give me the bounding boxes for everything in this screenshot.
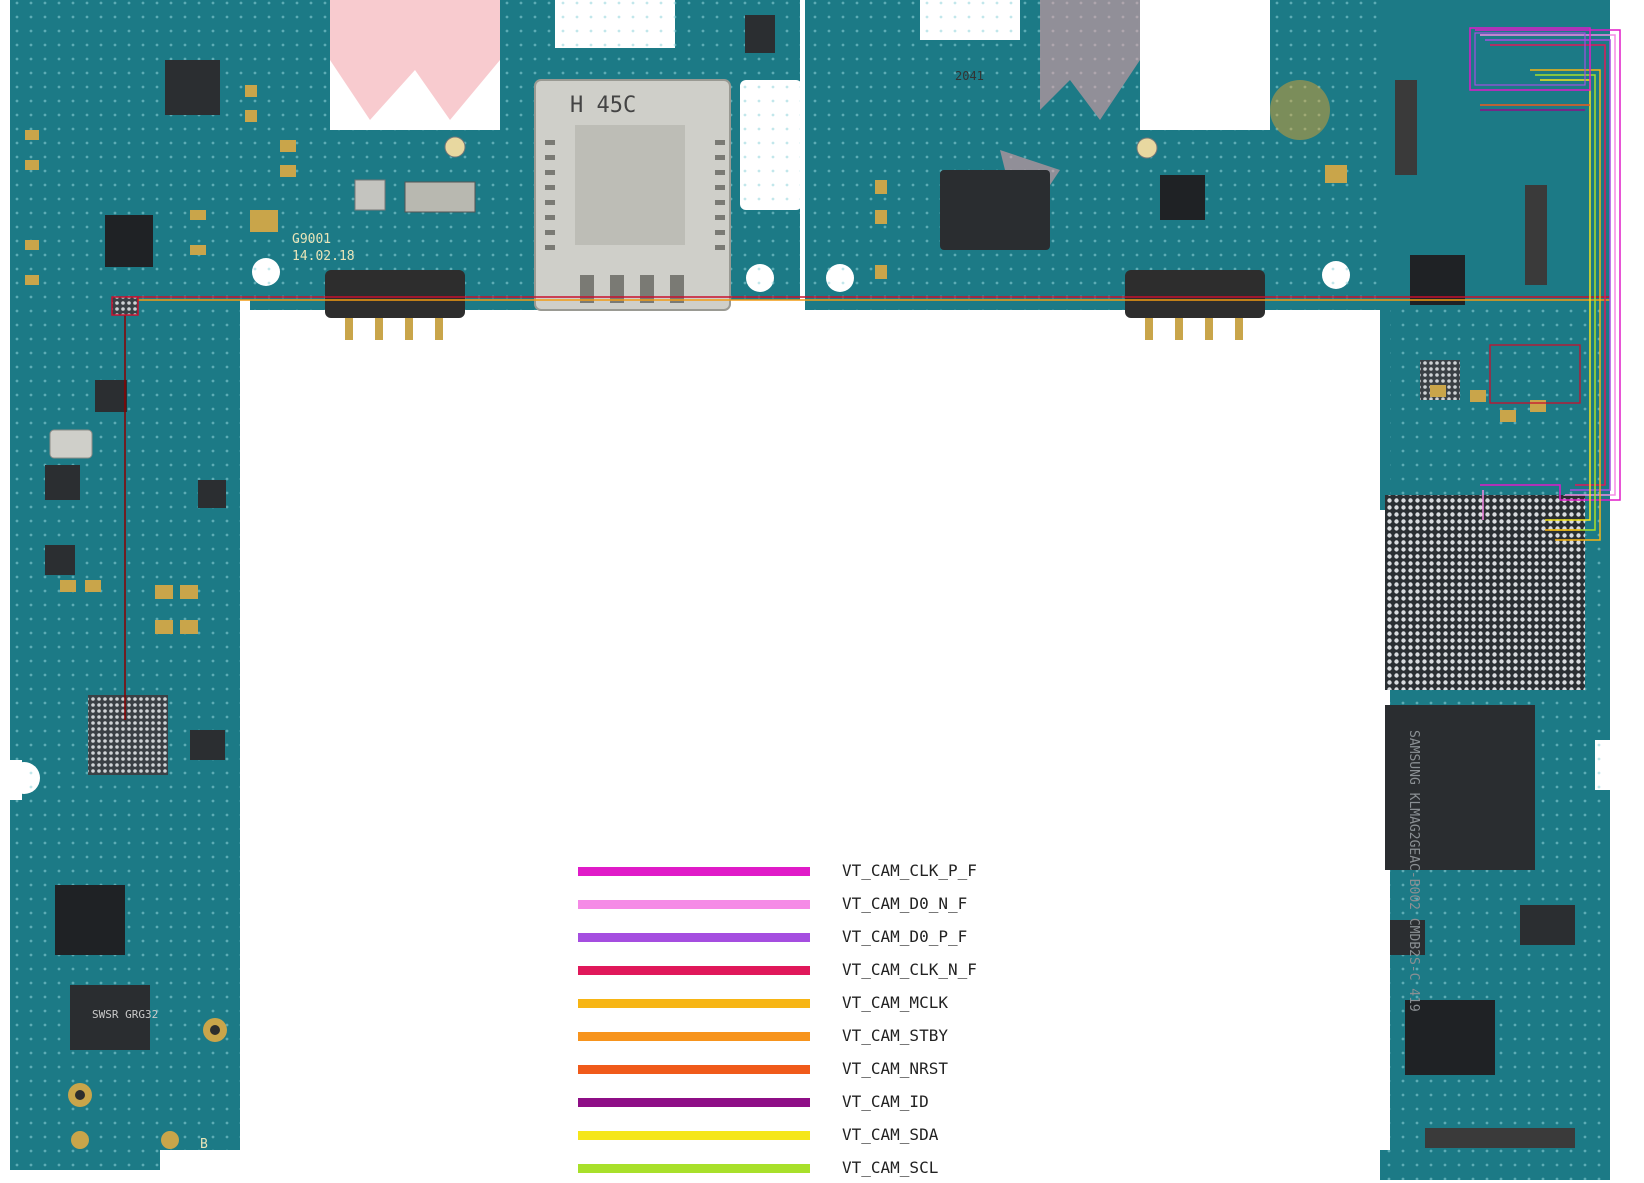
- legend-swatch: [578, 867, 810, 876]
- silkscreen-text: G9001 14.02.18 H 45C 2041 SWSR GRG32 B S…: [92, 69, 1421, 1152]
- battery-connector-left: [325, 270, 465, 340]
- legend-label: VT_CAM_NRST: [842, 1059, 948, 1078]
- battery-connector-right: [1125, 270, 1265, 340]
- tray-mark-text: H 45C: [570, 93, 636, 118]
- legend-label: VT_CAM_D0_P_F: [842, 927, 968, 946]
- legend-label: VT_CAM_MCLK: [842, 993, 948, 1012]
- legend-swatch: [578, 1032, 810, 1041]
- legend-label: VT_CAM_ID: [842, 1092, 929, 1111]
- memory-chip-mark: SAMSUNG KLMAG2GEAC-B002 CMDB2S-C 419: [1406, 730, 1421, 1012]
- legend-label: VT_CAM_SCL: [842, 1158, 939, 1177]
- legend-swatch: [578, 966, 810, 975]
- sim-card-tray: [534, 79, 731, 311]
- legend-label: VT_CAM_CLK_N_F: [842, 960, 977, 979]
- legend-label: VT_CAM_CLK_P_F: [842, 861, 977, 880]
- legend-swatch: [578, 1164, 810, 1173]
- legend-swatch: [578, 999, 810, 1008]
- legend-swatch: [578, 1065, 810, 1074]
- board-to-board-connector: [1395, 80, 1575, 1148]
- legend-swatch: [578, 900, 810, 909]
- signal-traces: [111, 27, 1621, 720]
- legend-label: VT_CAM_SDA: [842, 1125, 939, 1144]
- legend-label: VT_CAM_STBY: [842, 1026, 948, 1045]
- board-date-text: 14.02.18: [292, 249, 355, 264]
- pcb-outline: [8, 0, 1615, 1180]
- board-model-text: G9001: [292, 232, 331, 247]
- bottom-mark-text: B: [200, 1137, 208, 1152]
- legend-label: VT_CAM_D0_N_F: [842, 894, 968, 913]
- passive-components: [25, 85, 1546, 634]
- rf-chip-mark: SWSR GRG32: [92, 1008, 158, 1021]
- legend-swatch: [578, 1131, 810, 1140]
- legend-swatch: [578, 1098, 810, 1107]
- chip-top-mark: 2041: [955, 69, 984, 83]
- legend-swatch: [578, 933, 810, 942]
